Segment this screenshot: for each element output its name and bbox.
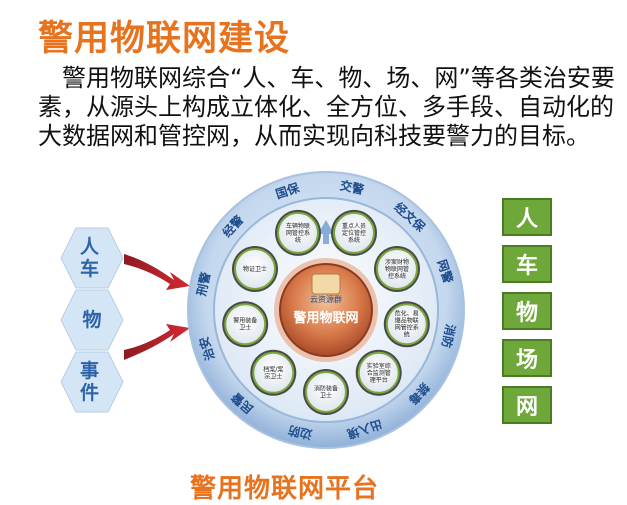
ring-label: 国保 [274, 179, 302, 201]
element-box-network: 网 [502, 386, 552, 424]
page-title: 警用物联网建设 [38, 19, 291, 59]
subsystem-node-label: 爆品物联 [395, 317, 419, 325]
subsystem-node: 物证卫士 [232, 246, 278, 292]
intro-paragraph: 警用物联网综合“人、车、物、场、网”等各类治安要素，从源头上构成立体化、全方位、… [38, 64, 615, 150]
subsystem-node-label: 涉案财物 [385, 258, 409, 266]
subsystem-node-label: 定位管控 [342, 229, 366, 237]
hexagon-person-vehicle: 人车 [60, 226, 124, 290]
hexagon-shape [60, 289, 124, 351]
ring-label: 治安 [196, 335, 218, 362]
center-label: 警用物联网 [293, 310, 358, 326]
subsystem-node-label: 网管控系 [286, 229, 310, 237]
element-box-vehicle: 车 [502, 245, 552, 283]
server-icon [311, 273, 341, 295]
element-box-person: 人 [502, 198, 552, 236]
subsystem-node-label: 统 [404, 331, 410, 339]
hexagon-label: 人车 [80, 236, 100, 280]
ring-label: 交警 [339, 177, 366, 197]
subsystem-node-label: 系统 [348, 236, 360, 244]
hexagon-object: 物 [60, 288, 124, 352]
subsystem-node-label: 档案/案 [263, 365, 283, 373]
arrow-lower [124, 324, 190, 360]
subsystem-node-label: 实验室综 [367, 362, 391, 370]
subsystem-node-label: 车辆物联 [286, 222, 310, 230]
ring-label: 边防 [287, 423, 315, 443]
subsystem-node-label: 合监测管 [367, 369, 391, 377]
center-sublabel: 云资源群 [310, 294, 342, 304]
subsystem-node-label: 物证卫士 [243, 265, 267, 273]
ring-label: 网警 [435, 258, 457, 285]
subsystem-node-label: 物联网管 [385, 265, 409, 273]
subsystem-node-label: 警用装备 [233, 317, 257, 325]
subsystem-nodes: 车辆物联网管控系统重点人员定位管控系统涉案财物物联网管控系统危化、易爆品物联网管… [222, 209, 430, 415]
hexagon-label: 事件 [80, 360, 100, 404]
subsystem-node-label: 消防装备 [314, 385, 338, 393]
subsystem-node-label: 网管控系 [395, 324, 419, 332]
element-box-object: 物 [502, 292, 552, 330]
subsystem-node-label: 卫士 [239, 324, 251, 332]
hexagon-shape [60, 227, 124, 289]
hexagon-shape [60, 351, 124, 413]
element-box-site: 场 [502, 339, 552, 377]
subsystem-node-label: 宗卫士 [264, 372, 282, 380]
subsystem-node-label: 危化、易 [395, 310, 419, 318]
arrow-upper [124, 254, 190, 290]
hexagon-event: 事件 [60, 350, 124, 414]
ring-label: 消防 [439, 323, 459, 350]
hexagon-label: 物 [82, 309, 102, 331]
input-arrows [124, 254, 190, 360]
ring-label: 刑警 [193, 271, 213, 298]
subsystem-node-label: 重点人员 [342, 222, 366, 230]
subsystem-node-label: 控系统 [388, 272, 406, 280]
subsystem-node-label: 理平台 [370, 376, 388, 384]
subsystem-node-label: 卫士 [320, 392, 332, 400]
platform-label: 警用物联网平台 [190, 474, 380, 504]
subsystem-node-label: 统 [295, 236, 301, 244]
